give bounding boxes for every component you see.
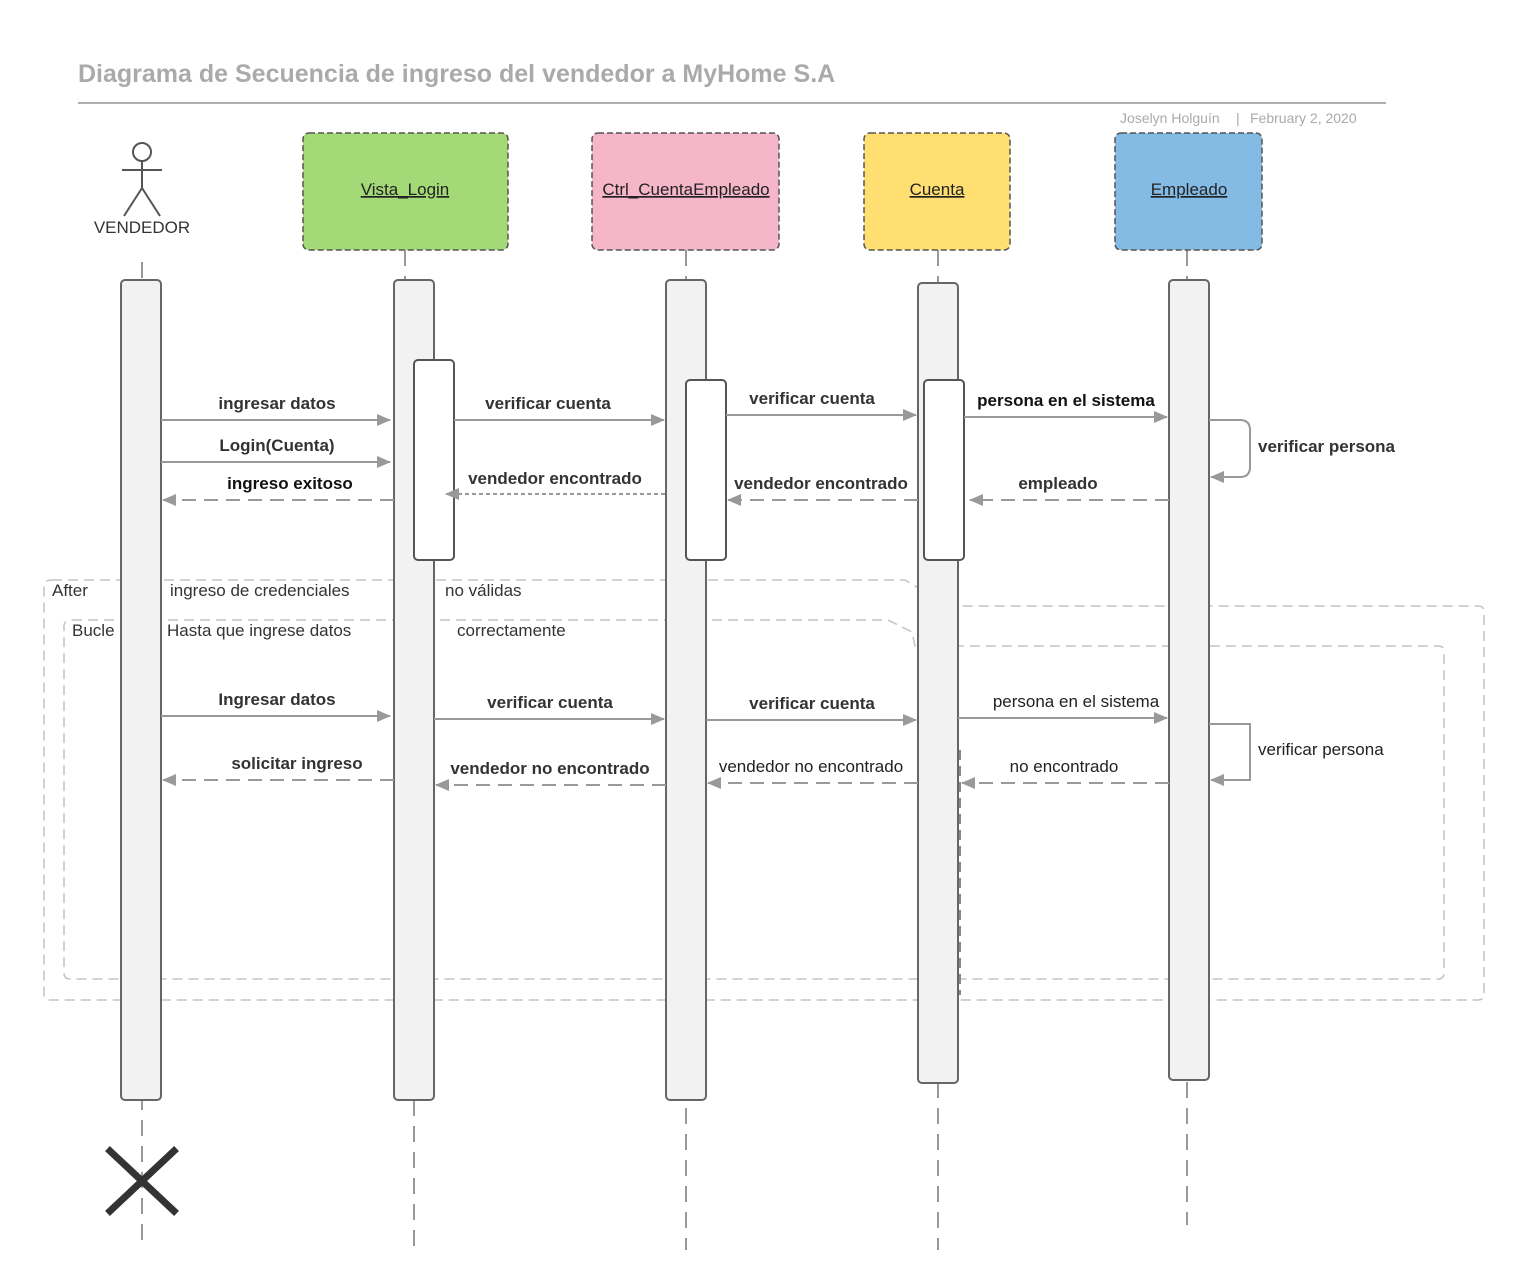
msg-loop-ingresar-datos: Ingresar datos [218,690,335,709]
msg-loop-verificar-cuenta-2: verificar cuenta [749,694,875,713]
loop-frame-condition-1: Hasta que ingrese datos [167,621,351,640]
object-box-ctrl-cuenta-empleado [591,132,780,251]
meta-separator: | [1236,110,1240,126]
msg-loop-solicitar-ingreso: solicitar ingreso [231,754,362,773]
msg-persona-en-sistema: persona en el sistema [977,391,1155,410]
msg-empleado: empleado [1018,474,1097,493]
destroy-x-icon [105,1146,179,1216]
msg-verificar-cuenta-1: verificar cuenta [485,394,611,413]
after-frame-condition-1: ingreso de credenciales [170,581,350,600]
object-label-vista-login: Vista_Login [361,180,450,199]
activation-cuenta-nested [923,379,965,561]
activation-empleado [1168,279,1210,1081]
object-box-vista-login [302,132,509,251]
object-box-cuenta [863,132,1011,251]
actor-label: VENDEDOR [94,218,190,237]
msg-loop-verificar-persona: verificar persona [1258,740,1384,759]
msg-vendedor-encontrado-1: vendedor encontrado [468,469,642,488]
msg-login: Login(Cuenta) [219,436,334,455]
diagram-date: February 2, 2020 [1250,110,1357,126]
activation-vendedor [120,279,162,1101]
arrow-verificar-persona-self [1209,419,1251,483]
activation-ctrl-cuenta-nested [685,379,727,561]
after-frame [43,579,1485,1001]
msg-loop-verificar-cuenta-1: verificar cuenta [487,693,613,712]
msg-verificar-cuenta-2: verificar cuenta [749,389,875,408]
after-frame-condition-2: no válidas [445,581,522,600]
loop-frame [63,619,1445,980]
msg-loop-persona-en-sistema: persona en el sistema [993,692,1160,711]
actor-stick-figure [122,142,162,217]
loop-frame-condition-2: correctamente [457,621,566,640]
object-label-empleado: Empleado [1151,180,1228,199]
arrow-loop-verificar-persona-self [1209,723,1251,786]
msg-loop-vendedor-no-encontrado-2: vendedor no encontrado [719,757,903,776]
msg-loop-no-encontrado: no encontrado [1010,757,1119,776]
after-frame-label: After [52,581,88,600]
msg-ingresar-datos: ingresar datos [218,394,335,413]
msg-ingreso-exitoso: ingreso exitoso [227,474,353,493]
activation-vista-login-nested [413,359,455,561]
object-box-empleado [1114,132,1263,251]
msg-verificar-persona: verificar persona [1258,437,1396,456]
diagram-title: Diagrama de Secuencia de ingreso del ven… [78,60,835,88]
msg-loop-vendedor-no-encontrado-1: vendedor no encontrado [450,759,649,778]
diagram-author: Joselyn Holguín [1120,110,1220,126]
object-label-ctrl-cuenta-empleado: Ctrl_CuentaEmpleado [602,180,769,199]
msg-vendedor-encontrado-2: vendedor encontrado [734,474,908,493]
loop-frame-label: Bucle [72,621,115,640]
object-label-cuenta: Cuenta [910,180,965,199]
